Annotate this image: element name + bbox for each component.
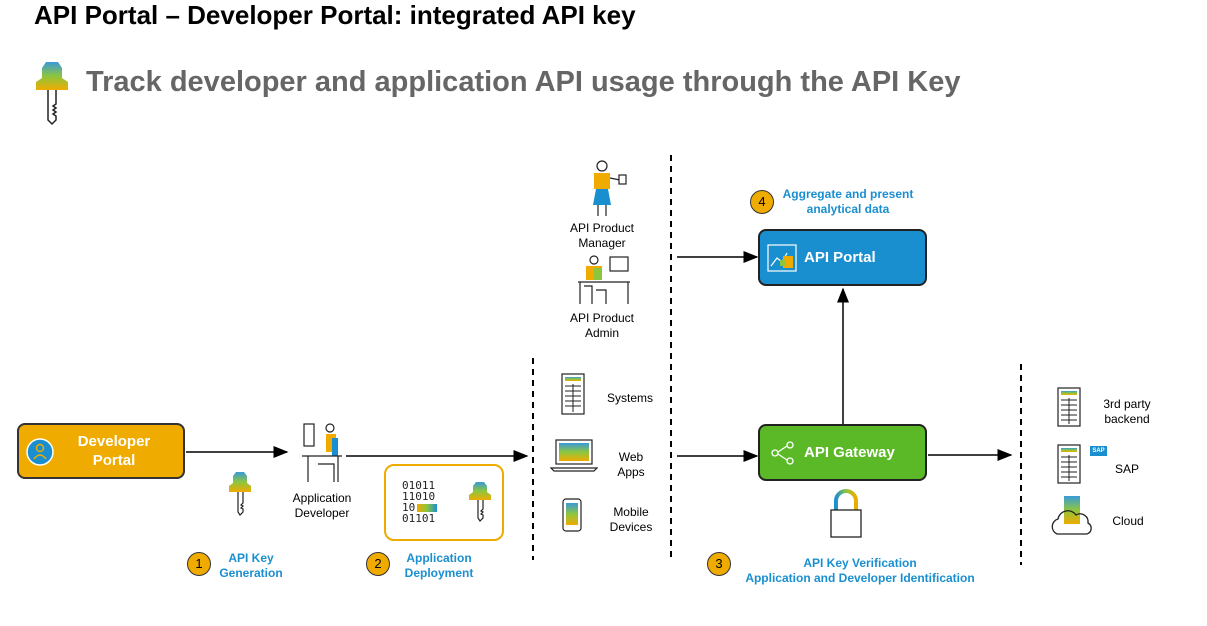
step-4-badge: 4: [750, 190, 774, 214]
product-admin-icon: [578, 255, 630, 304]
mobile-phone-icon: [562, 498, 582, 532]
step-4-label-1: Aggregate and present: [782, 187, 914, 201]
developer-portal-label-1: Developer: [77, 433, 151, 450]
api-product-admin-label-2: Admin: [584, 326, 619, 340]
step-2-label-2: Deployment: [404, 566, 474, 580]
step-3-badge: 3: [707, 552, 731, 576]
binary-row-4: 01101: [402, 512, 436, 525]
laptop-icon: [550, 439, 598, 472]
binary-row-3: 10: [402, 501, 416, 514]
third-party-backend-label-2: backend: [1104, 412, 1150, 426]
padlock-icon: [830, 489, 862, 538]
api-product-manager-label-1: API Product: [569, 221, 635, 235]
key-icon: [229, 472, 251, 516]
step-4-label-2: analytical data: [806, 202, 890, 216]
step-1-badge: 1: [187, 552, 211, 576]
web-apps-label: Web Apps: [600, 450, 662, 480]
page-subtitle: Track developer and application API usag…: [86, 66, 961, 98]
binary-code: 01011 11010 10 01101: [402, 479, 438, 525]
mobile-devices-label: Mobile Devices: [600, 505, 662, 535]
api-portal-label: API Portal: [804, 249, 876, 266]
developer-portal-label-2: Portal: [92, 452, 136, 469]
developer-at-desk-icon: [302, 423, 342, 482]
product-manager-icon: [593, 160, 627, 216]
step-2-label: Application Deployment: [393, 551, 485, 581]
step-3-label-1: API Key Verification: [803, 556, 917, 570]
mobile-devices-label-1: Mobile: [613, 505, 649, 519]
systems-label: Systems: [606, 391, 653, 405]
api-portal-icon: [767, 244, 797, 272]
sap-label: SAP: [1114, 462, 1139, 476]
binary-row-1: 01011: [402, 479, 436, 492]
step-2-badge: 2: [366, 552, 390, 576]
step-4-label: Aggregate and present analytical data: [773, 187, 923, 217]
server-icon: [1057, 387, 1081, 427]
portal-person-icon: [26, 438, 54, 466]
api-product-manager-label-2: Manager: [578, 236, 626, 250]
mobile-devices-label-2: Devices: [609, 520, 653, 534]
key-icon: [36, 62, 68, 126]
key-icon: [469, 482, 491, 522]
step-3-label-2: Application and Developer Identification: [745, 571, 975, 585]
web-apps-label-2: Apps: [617, 465, 645, 479]
application-developer-label: Application Developer: [282, 491, 362, 521]
cloud-label: Cloud: [1112, 514, 1144, 528]
page-title: API Portal – Developer Portal: integrate…: [34, 0, 636, 30]
application-developer-label-1: Application: [292, 491, 352, 505]
server-icon: [561, 373, 585, 415]
api-product-admin-label: API Product Admin: [562, 311, 642, 341]
web-apps-label-1: Web: [618, 450, 644, 464]
third-party-backend-label-1: 3rd party: [1103, 397, 1151, 411]
developer-portal-box[interactable]: Developer Portal: [17, 423, 185, 479]
api-product-admin-label-1: API Product: [569, 311, 635, 325]
step-1-label: API Key Generation: [205, 551, 297, 581]
api-gateway-label: API Gateway: [804, 444, 895, 461]
step-1-label-1: API Key: [228, 551, 274, 565]
api-product-manager-label: API Product Manager: [562, 221, 642, 251]
third-party-backend-label: 3rd party backend: [1092, 397, 1162, 427]
application-package-box: 01011 11010 10 01101: [384, 464, 504, 541]
application-developer-label-2: Developer: [294, 506, 350, 520]
cloud-server-icon: [1051, 496, 1092, 535]
api-gateway-box[interactable]: API Gateway: [758, 424, 927, 481]
sap-logo: SAP: [1090, 446, 1107, 456]
step-1-label-2: Generation: [219, 566, 283, 580]
api-portal-box[interactable]: API Portal: [758, 229, 927, 286]
step-3-label: API Key Verification Application and Dev…: [735, 556, 985, 586]
server-icon: [1057, 444, 1081, 484]
share-network-icon: [771, 441, 794, 465]
code-highlight: [417, 503, 438, 512]
step-2-label-1: Application: [406, 551, 472, 565]
binary-row-2: 11010: [402, 490, 436, 503]
